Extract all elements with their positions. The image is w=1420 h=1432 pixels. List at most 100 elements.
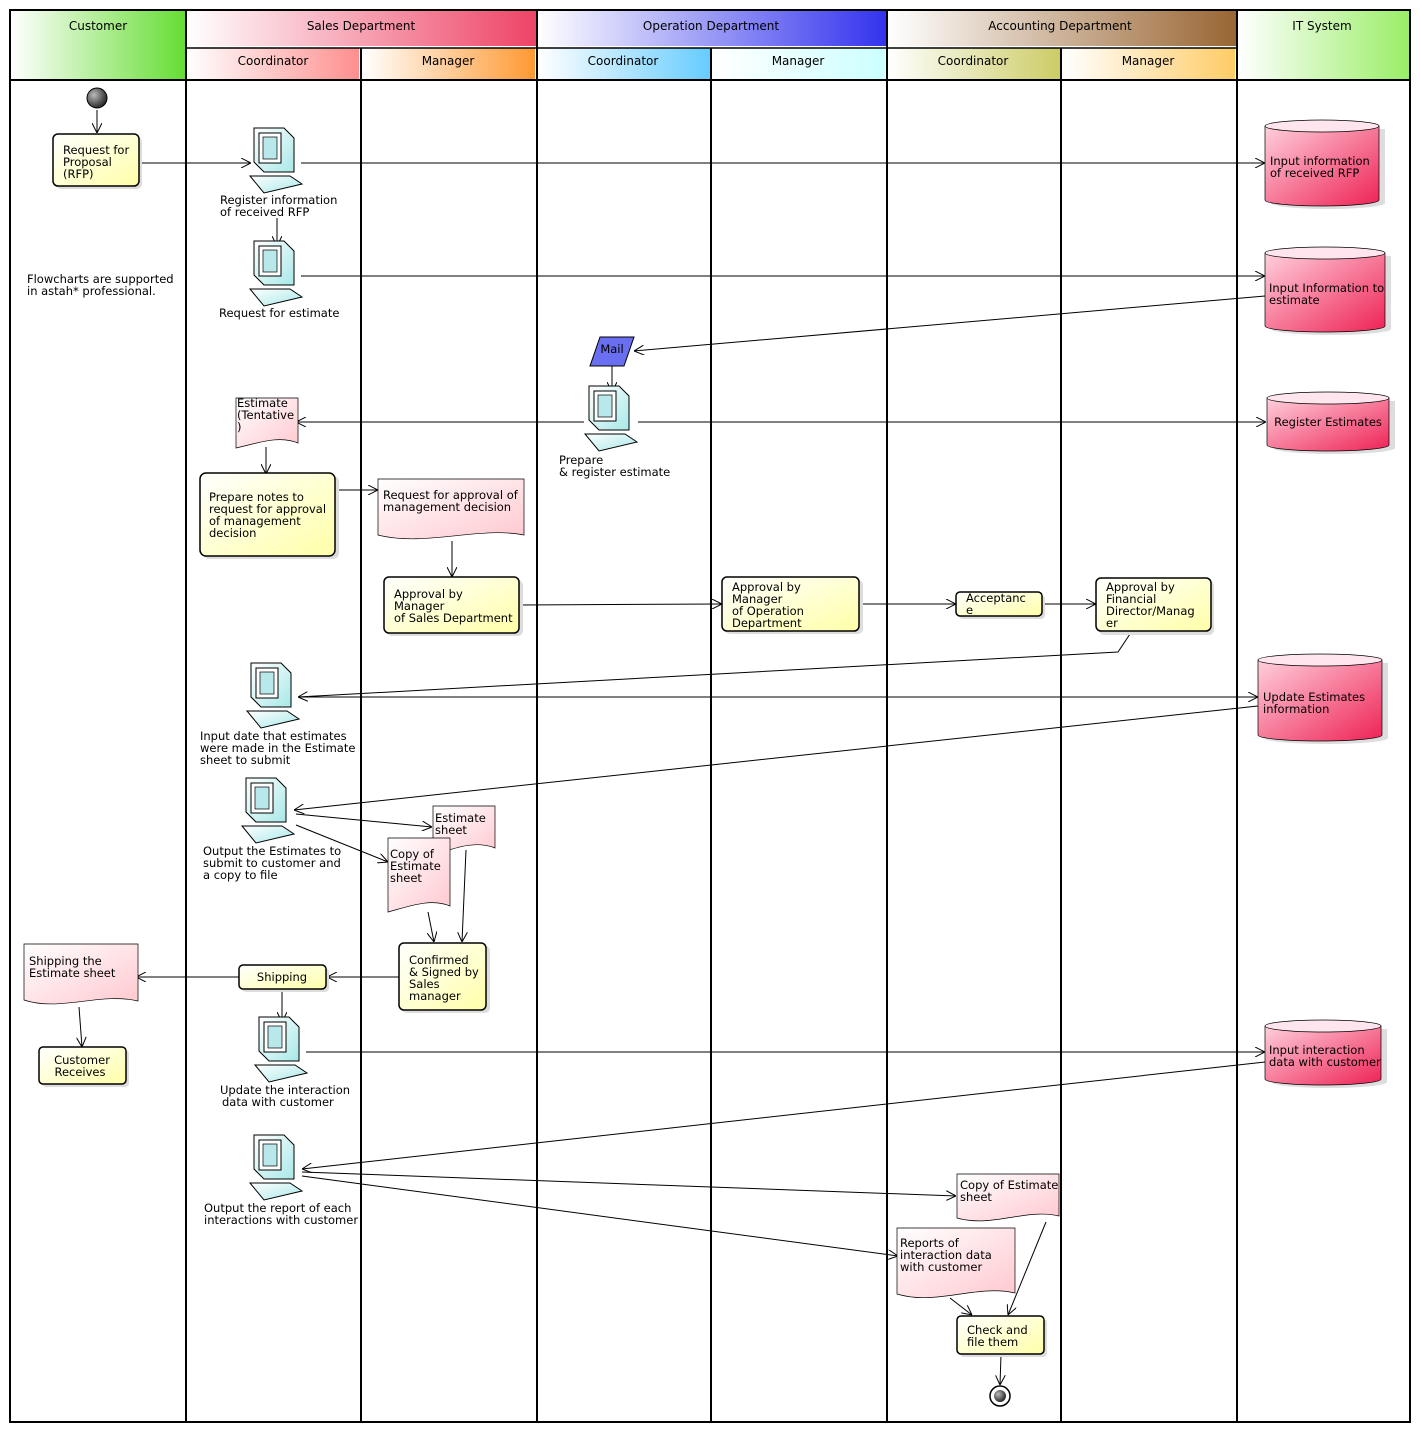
svg-text:manager: manager xyxy=(409,989,461,1003)
svg-text:Copy of Estimate: Copy of Estimate xyxy=(960,1178,1058,1192)
accounting-coordinator-header xyxy=(888,48,1060,80)
svg-text:Request for estimate: Request for estimate xyxy=(219,306,339,320)
note-line-1: Flowcharts are supported xyxy=(27,272,174,286)
svg-text:interactions with customer: interactions with customer xyxy=(204,1213,358,1227)
svg-text:Director/Manag: Director/Manag xyxy=(1106,604,1195,618)
svg-text:Approval by: Approval by xyxy=(1106,580,1175,594)
computer-icon xyxy=(583,385,639,452)
svg-text:Request for: Request for xyxy=(63,143,129,157)
svg-text:information: information xyxy=(1263,702,1329,716)
svg-text:(RFP): (RFP) xyxy=(63,167,94,181)
operation-coordinator-header xyxy=(538,48,710,80)
db-update-estimates: Update Estimates information xyxy=(1257,653,1388,744)
svg-text:Update the interaction: Update the interaction xyxy=(220,1083,350,1097)
svg-text:Estimate: Estimate xyxy=(237,396,288,410)
action-customer-receives: Customer Receives xyxy=(38,1046,129,1087)
action-confirmed-signed: Confirmed & Signed by Sales manager xyxy=(398,942,490,1013)
svg-text:Input date that estimates: Input date that estimates xyxy=(200,729,347,743)
svg-text:Acceptanc: Acceptanc xyxy=(966,591,1026,605)
svg-text:Input information: Input information xyxy=(1270,154,1370,168)
svg-text:interaction data: interaction data xyxy=(900,1248,992,1262)
svg-text:er: er xyxy=(1106,616,1118,630)
operation-header xyxy=(538,11,886,46)
svg-text:of received RFP: of received RFP xyxy=(220,205,309,219)
svg-text:management decision: management decision xyxy=(383,500,511,514)
operation-coordinator-title: Coordinator xyxy=(588,54,659,68)
svg-text:sheet: sheet xyxy=(435,823,467,837)
computer-icon xyxy=(253,1016,309,1083)
doc-shipping-sheet: Shipping the Estimate sheet xyxy=(23,943,139,1005)
doc-copy-estimate: Copy of Estimate sheet xyxy=(387,837,451,913)
terminal-update-interaction-label: Update the interaction data with custome… xyxy=(220,1083,350,1109)
svg-text:Output the report of each: Output the report of each xyxy=(204,1201,351,1215)
svg-text:of received RFP: of received RFP xyxy=(1270,166,1359,180)
svg-text:e: e xyxy=(966,603,973,617)
db-register-estimates: Register Estimates xyxy=(1266,391,1395,454)
accounting-lane-title: Accounting Department xyxy=(988,19,1132,33)
svg-text:Copy of: Copy of xyxy=(390,847,435,861)
accounting-header xyxy=(888,11,1236,46)
sales-coordinator-header xyxy=(187,48,359,80)
svg-text:Register Estimates: Register Estimates xyxy=(1274,415,1382,429)
svg-text:data with customer: data with customer xyxy=(1269,1055,1381,1069)
terminal-register-rfp-label: Register information of received RFP xyxy=(220,193,337,219)
svg-text:Estimate sheet: Estimate sheet xyxy=(29,966,116,980)
lane-lines xyxy=(9,9,1411,1423)
astah-note: Flowcharts are supported in astah* profe… xyxy=(27,272,174,298)
svg-text:& Signed by: & Signed by xyxy=(409,965,479,979)
svg-text:Output the Estimates to: Output the Estimates to xyxy=(203,844,341,858)
svg-text:with customer: with customer xyxy=(900,1260,982,1274)
svg-text:request for approval: request for approval xyxy=(209,502,326,516)
terminal-input-date-label: Input date that estimates were made in t… xyxy=(200,729,355,767)
svg-text:a copy to file: a copy to file xyxy=(203,868,278,882)
svg-text:sheet: sheet xyxy=(390,871,422,885)
svg-text:Register information: Register information xyxy=(220,193,337,207)
svg-text:estimate: estimate xyxy=(1269,293,1320,307)
accounting-manager-title: Manager xyxy=(1122,54,1175,68)
sales-header xyxy=(187,11,536,46)
svg-text:(Tentative: (Tentative xyxy=(237,408,294,422)
action-acceptance: Acceptanc e xyxy=(955,591,1045,619)
sales-manager-header xyxy=(362,48,535,80)
svg-text:Mail: Mail xyxy=(600,342,623,356)
doc-estimate-tentative: Estimate (Tentative ) xyxy=(235,396,299,449)
action-rfp: Request for Proposal (RFP) xyxy=(52,133,142,189)
computer-icon xyxy=(240,777,296,844)
io-mail: Mail xyxy=(589,336,635,367)
svg-text:decision: decision xyxy=(209,526,256,540)
doc-reports-interaction: Reports of interaction data with custome… xyxy=(896,1227,1016,1298)
db-input-rfp: Input information of received RFP xyxy=(1264,119,1385,209)
computer-icon xyxy=(248,240,304,307)
svg-text:of Sales Department: of Sales Department xyxy=(394,611,513,625)
svg-text:Prepare: Prepare xyxy=(559,453,603,467)
svg-text:Request for approval of: Request for approval of xyxy=(383,488,519,502)
svg-text:of Operation: of Operation xyxy=(732,604,804,618)
sales-lane-title: Sales Department xyxy=(307,19,416,33)
customer-header xyxy=(11,11,185,80)
svg-text:Manager: Manager xyxy=(732,592,783,606)
svg-text:Sales: Sales xyxy=(409,977,440,991)
lane-headers: Customer Sales Department Operation Depa… xyxy=(11,11,1410,80)
svg-text:Manager: Manager xyxy=(394,599,445,613)
svg-text:Reports of: Reports of xyxy=(900,1236,960,1250)
sales-coordinator-title: Coordinator xyxy=(238,54,309,68)
svg-text:were made in the Estimate: were made in the Estimate xyxy=(200,741,355,755)
svg-text:Department: Department xyxy=(732,616,802,630)
svg-text:data with customer: data with customer xyxy=(222,1095,334,1109)
start-node xyxy=(86,87,108,109)
svg-text:Shipping: Shipping xyxy=(257,970,307,984)
doc-copy-estimate-accounting: Copy of Estimate sheet xyxy=(956,1173,1060,1222)
it-header xyxy=(1238,11,1410,80)
svg-text:Estimate: Estimate xyxy=(435,811,486,825)
svg-text:Approval by: Approval by xyxy=(732,580,801,594)
operation-manager-header xyxy=(713,48,885,80)
it-lane-title: IT System xyxy=(1292,19,1351,33)
terminal-prepare-register-label: Prepare & register estimate xyxy=(559,453,670,479)
action-shipping: Shipping xyxy=(238,964,329,992)
operation-lane-title: Operation Department xyxy=(643,19,779,33)
customer-lane-title: Customer xyxy=(69,19,127,33)
svg-text:sheet to submit: sheet to submit xyxy=(200,753,291,767)
doc-request-approval: Request for approval of management decis… xyxy=(377,478,525,540)
svg-text:file them: file them xyxy=(967,1335,1018,1349)
connectors xyxy=(79,110,1266,1385)
